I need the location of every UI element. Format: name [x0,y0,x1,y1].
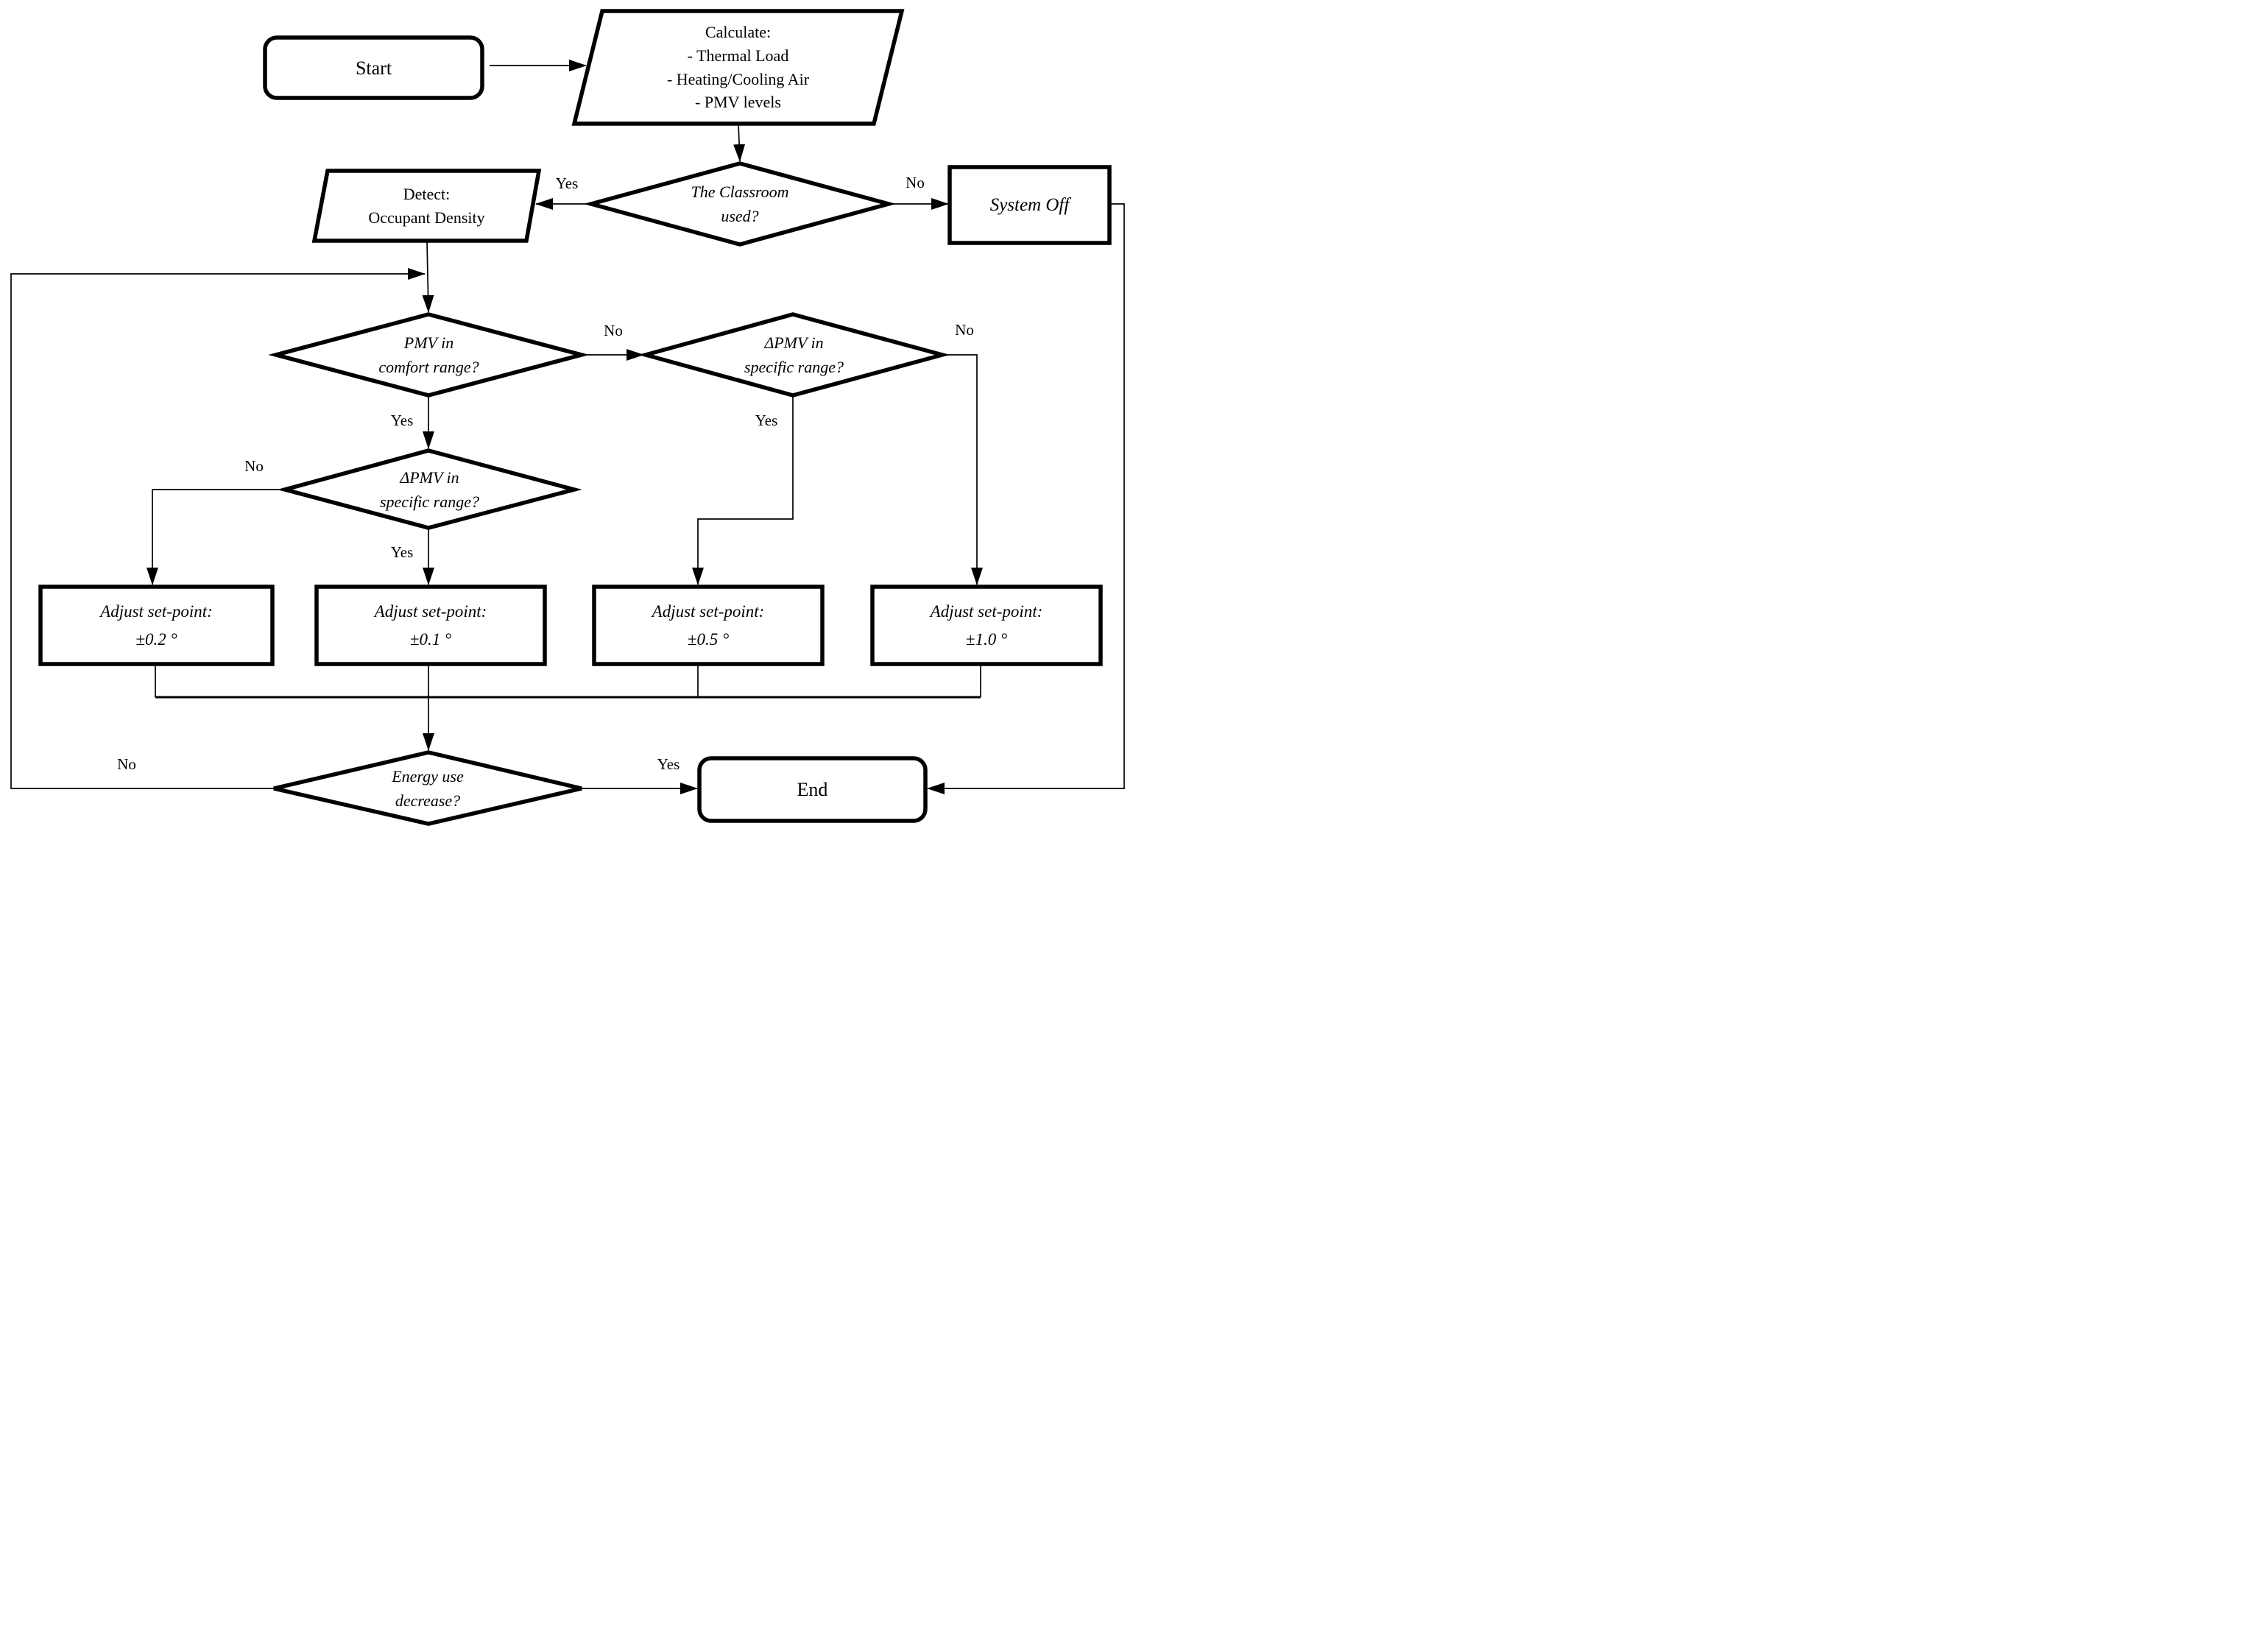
dpmv-left-decision-shape [277,448,582,530]
energy-decision-shape [273,750,582,826]
calculate-io-shape [571,9,905,126]
edge-calculate-classroom [733,123,746,162]
pmv-comfort-decision-shape [268,312,590,398]
adjust-01-process-shape [314,585,547,666]
edge-energy-no-feedback [10,268,426,789]
adjust-10-process-shape [870,585,1103,666]
adjust-05-process-shape [592,585,825,666]
dpmv-right-decision-shape [638,312,950,398]
edge-dpmvright-no-adjust10 [942,354,983,585]
start-terminator-shape [263,35,484,100]
edge-detect-pmv [422,240,434,313]
flowchart-graphics [10,9,1125,826]
edge-systemoff-end [927,203,1125,794]
classroom-used-decision-shape [583,161,897,247]
flowchart: Start Calculate: - Thermal Load - Heatin… [0,0,1133,826]
adjust-02-process-shape [38,585,275,666]
end-terminator-shape [697,756,928,823]
system-off-process-shape [947,165,1112,245]
edge-dpmvright-yes-adjust05 [692,395,794,585]
detect-io-shape [311,169,542,243]
edge-dpmvleft-no-adjust02 [147,489,285,585]
